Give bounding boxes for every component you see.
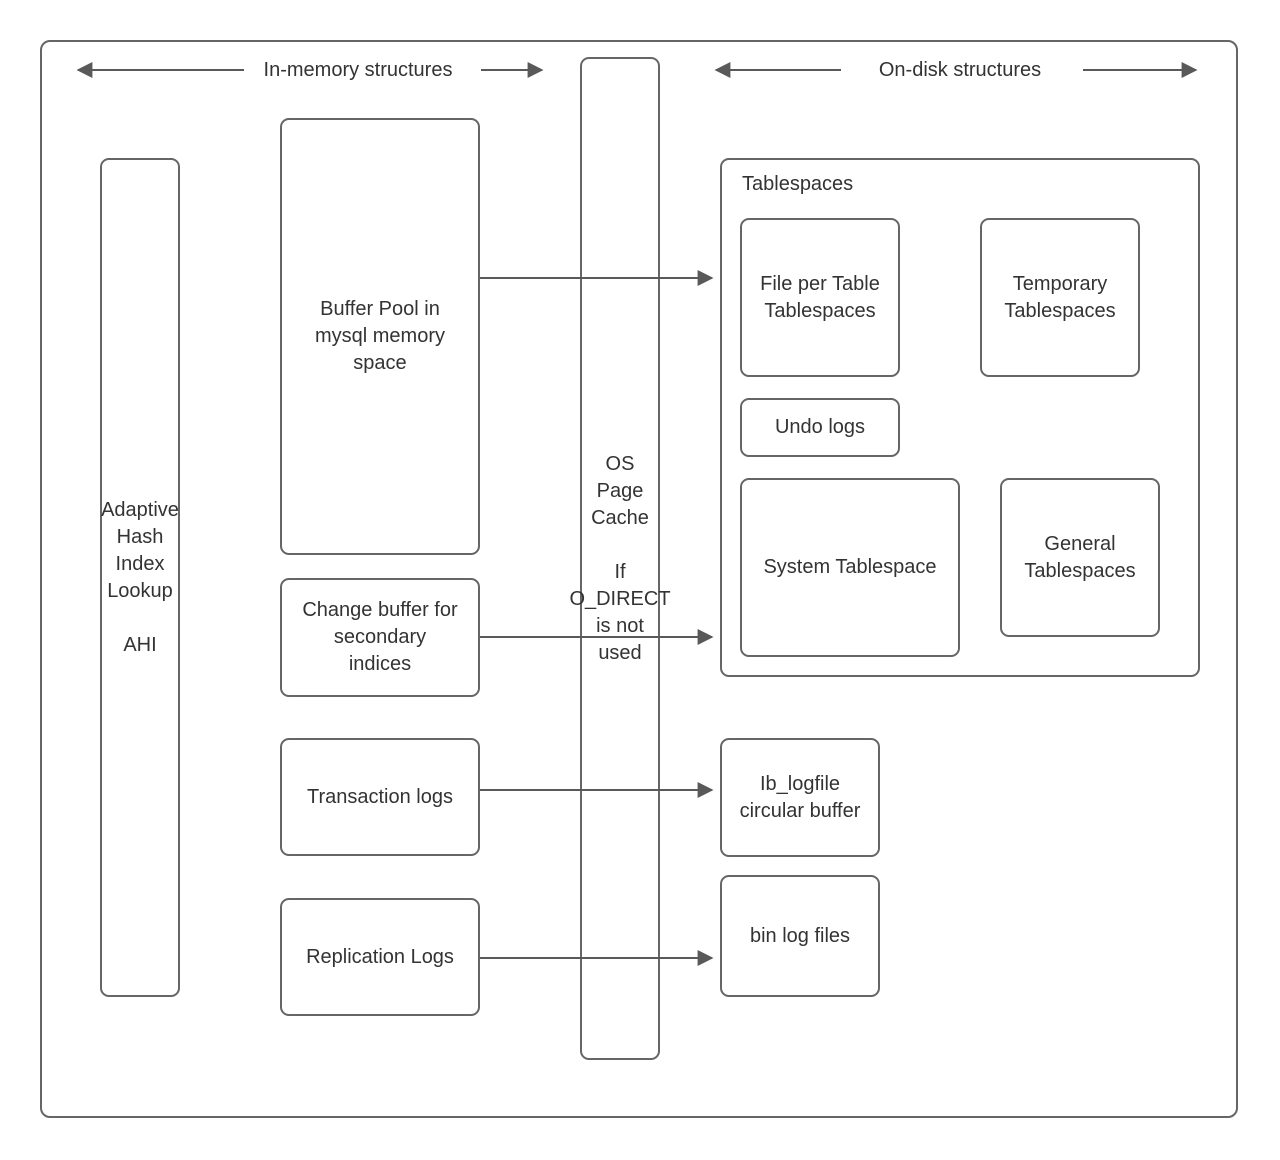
general-tablespaces-box: General Tablespaces <box>1000 478 1160 637</box>
tablespaces-label: Tablespaces <box>742 173 854 195</box>
on-disk-structures-header: On-disk structures <box>878 59 1042 81</box>
change-buffer-box: Change buffer for secondary indices <box>280 578 480 697</box>
undo-logs-box: Undo logs <box>740 398 900 457</box>
file-per-table-tablespaces-box: File per Table Tablespaces <box>740 218 900 377</box>
replication-logs-box: Replication Logs <box>280 898 480 1016</box>
ib-logfile-box: Ib_logfile circular buffer <box>720 738 880 857</box>
buffer-pool-box: Buffer Pool in mysql memory space <box>280 118 480 555</box>
adaptive-hash-index-box: Adaptive Hash Index Lookup AHI <box>100 158 180 997</box>
in-memory-structures-header: In-memory structures <box>263 59 453 81</box>
system-tablespace-box: System Tablespace <box>740 478 960 657</box>
bin-log-files-box: bin log files <box>720 875 880 997</box>
os-page-cache-box: OS Page Cache If O_DIRECT is not used <box>569 57 671 1060</box>
transaction-logs-box: Transaction logs <box>280 738 480 856</box>
temporary-tablespaces-box: Temporary Tablespaces <box>980 218 1140 377</box>
